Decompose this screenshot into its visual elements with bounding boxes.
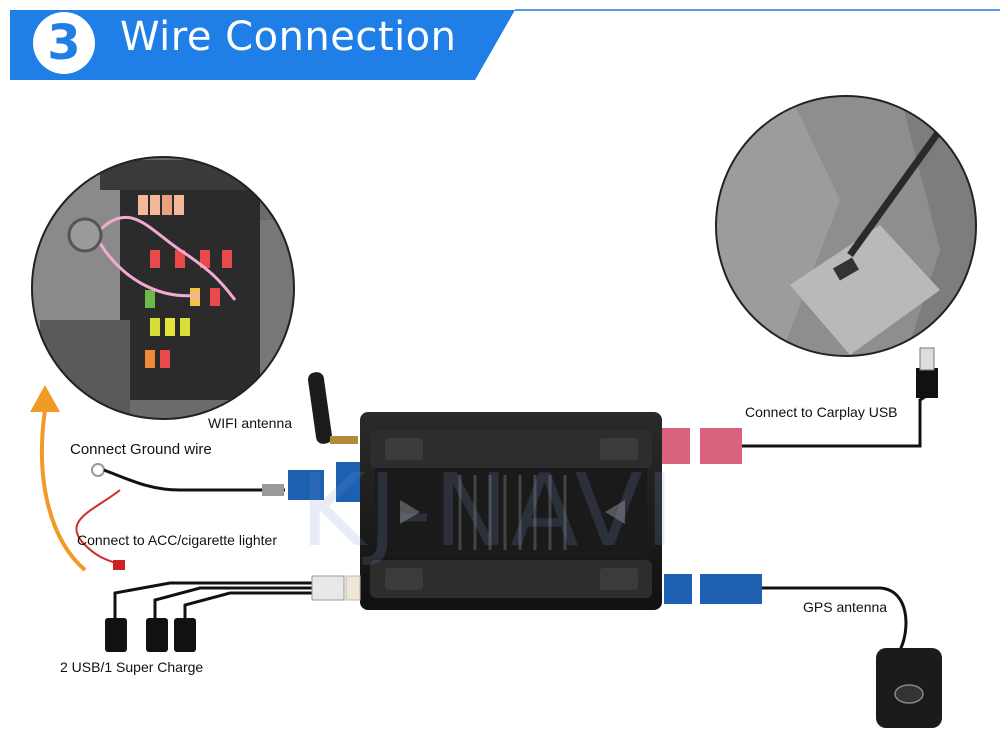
label-gps-antenna: GPS antenna [803, 599, 888, 615]
step-number-badge: 3 [33, 12, 95, 74]
label-wifi-antenna: WIFI antenna [208, 415, 293, 431]
gps-antenna-wire [664, 574, 942, 728]
carplay-usb-wire [662, 347, 938, 464]
acc-wire [75, 489, 125, 570]
arrow-head [30, 385, 60, 412]
label-ground-wire: Connect Ground wire [70, 441, 212, 458]
usb-plugs [105, 618, 196, 652]
page-title: Wire Connection [120, 14, 457, 60]
wifi-antenna [307, 372, 358, 444]
usb-charge-harness [113, 581, 312, 620]
label-acc: Connect to ACC/cigarette lighter [77, 532, 277, 548]
white-connector [311, 575, 345, 601]
label-usb-charge: 2 USB/1 Super Charge [60, 659, 204, 675]
header-banner [10, 10, 515, 80]
main-device-box [360, 412, 662, 610]
watermark-text: KJ-NAVI [300, 452, 677, 569]
ground-wire [91, 462, 360, 502]
orange-arrow [39, 409, 87, 572]
label-carplay-usb: Connect to Carplay USB [745, 404, 898, 420]
